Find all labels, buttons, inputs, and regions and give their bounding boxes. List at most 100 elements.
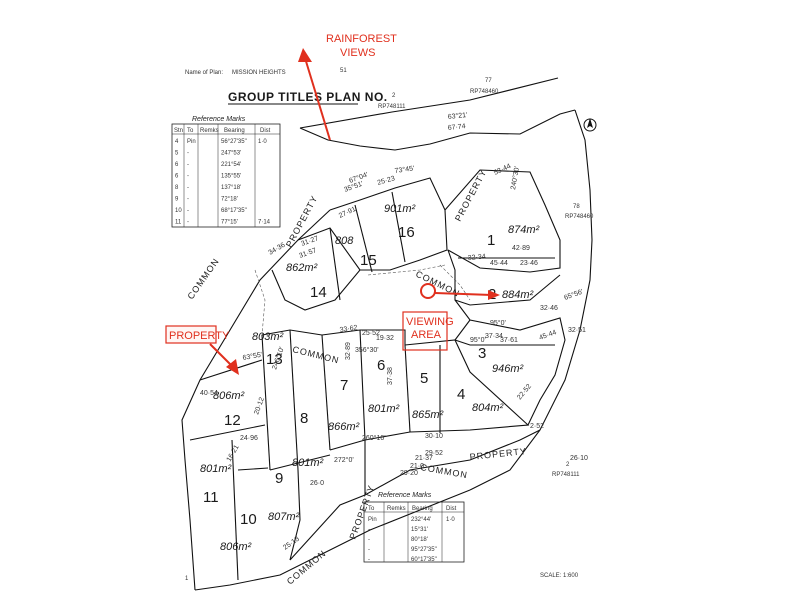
lot-8-number: 8: [300, 410, 308, 427]
lot-6-area: 801m²: [368, 403, 400, 415]
lot-14-area: 862m²: [286, 262, 318, 274]
reference-marks-table-bottom: Reference Marks To Remks Bearing Dist Pi…: [363, 492, 465, 563]
ref-cell: Pin: [187, 139, 196, 145]
dimension-label: 37·34: [485, 333, 503, 340]
svg-text:Dist: Dist: [260, 128, 271, 134]
dimension-label: 23·46: [520, 260, 538, 267]
common-label-a: COMMON: [292, 344, 341, 365]
common-label-left: COMMON: [185, 256, 221, 301]
lot-3-area: 946m²: [492, 363, 524, 375]
rainforest-arrow-icon: [298, 48, 312, 62]
dimension-label: 40·54: [200, 390, 218, 397]
dimension-label: 63°55': [242, 351, 263, 362]
ref-cell: 9: [175, 197, 179, 203]
dimension-label: 33·62: [339, 325, 358, 334]
ref-cell: -: [187, 208, 189, 214]
dimension-label: 24·96: [240, 435, 258, 442]
lot-3-number: 3: [478, 345, 486, 362]
lot-2-area: 884m²: [502, 289, 534, 301]
dimension-label: 29·20: [400, 470, 418, 477]
ref-cell: 7·14: [258, 220, 271, 226]
ref-cell: 80°18': [411, 537, 428, 543]
ref-cell: 5: [175, 151, 179, 157]
dimension-label: 31·27: [300, 235, 319, 248]
dimension-label: 26·0: [310, 480, 324, 487]
lot-1-number: 1: [487, 232, 495, 249]
dimension-label: 32·51: [568, 327, 586, 334]
ref-cell: 232°44': [411, 517, 431, 523]
property-label-bottom: PROPERTY: [469, 446, 527, 462]
viewing-area-box: [402, 311, 448, 351]
ref-cell: -: [187, 174, 189, 180]
dimension-label: 63°21': [447, 111, 467, 121]
ref-cell: 1·0: [446, 517, 455, 523]
dimension-label: 21·0: [410, 463, 424, 470]
ref-cell: 56°27'35": [221, 139, 247, 145]
dimension-label: 45·44: [538, 329, 557, 342]
dimension-label: 20·12: [253, 396, 266, 415]
ref-cell: 95°27'35": [411, 547, 437, 553]
dimension-label: 19·32: [376, 335, 394, 342]
dimension-label: 25·13: [282, 536, 301, 552]
upper-lot-edge: [299, 109, 576, 151]
lot-13-area: 803m²: [252, 331, 284, 343]
north-arrow-icon: [583, 118, 597, 132]
svg-text:Remks: Remks: [200, 128, 219, 134]
dimension-label: 32·34: [468, 253, 487, 262]
svg-text:Bearing: Bearing: [412, 506, 433, 512]
lot-10-area: 806m²: [220, 541, 252, 553]
ref-cell: -: [368, 527, 370, 533]
dimension-label: 65°56': [563, 288, 584, 302]
dimension-label: 73°45': [394, 164, 415, 175]
ref-cell: 137°18': [221, 185, 241, 191]
ref-cell: -: [187, 151, 189, 157]
dimension-label: 21·37: [415, 455, 433, 462]
lot-12-area: 806m²: [213, 390, 245, 402]
lot-8-area: 801m²: [292, 457, 324, 469]
ref-cell: 1·0: [258, 139, 267, 145]
ref-cell: Pin: [368, 517, 377, 523]
lot-14-number: 14: [310, 284, 327, 301]
lot-6-number: 6: [377, 357, 385, 374]
lot-9-area: 807m²: [268, 511, 300, 523]
lot-labels: 1 874m² 2 884m² 3 946m² 4 804m² 5 865m² …: [200, 203, 540, 553]
south-boundary: [194, 489, 471, 591]
dimension-label: 25·52: [362, 330, 380, 337]
ref-cell: 8: [175, 185, 179, 191]
view-point-circle-icon: [420, 283, 436, 299]
svg-text:Dist: Dist: [446, 506, 457, 512]
lot-16-area: 901m²: [384, 203, 416, 215]
name-of-plan-label: Name of Plan:: [185, 70, 223, 76]
ref-cell: 6: [175, 174, 179, 180]
ref-cell: 15°31': [411, 527, 428, 533]
lot-corner-label: 1: [185, 576, 189, 582]
rp-77-ref: RP748460: [470, 89, 499, 95]
east-boundary: [469, 109, 593, 491]
lot-5-number: 5: [420, 370, 428, 387]
svg-text:To: To: [368, 506, 375, 512]
ref-cell: 60°17'35": [411, 557, 437, 563]
dimension-label: 29·52: [425, 450, 443, 457]
ref-cell: 4: [175, 139, 179, 145]
svg-text:Stn: Stn: [174, 128, 183, 134]
rp-77: 77: [485, 78, 492, 84]
lot-9-number: 9: [275, 470, 283, 487]
lot-12-number: 12: [224, 412, 241, 429]
lot-13-number: 13: [266, 351, 283, 368]
lot-boundaries: [181, 77, 593, 591]
dimension-label: 31·57: [298, 247, 317, 260]
rp-bottom-ref: RP748111: [552, 472, 580, 478]
ref-cell: -: [187, 220, 189, 226]
lot-10-number: 10: [240, 511, 257, 528]
lot-15-area: 808: [335, 235, 354, 247]
plan-number: 51: [340, 68, 347, 74]
rainforest-views-label-line1: RAINFOREST: [326, 33, 397, 45]
ref-cell: 247°53': [221, 151, 241, 157]
ref-cell: 77°15': [221, 220, 238, 226]
dimension-label: 16·21: [226, 444, 241, 463]
rp-top-lot-ref: RP748111: [378, 104, 406, 110]
dimension-label: 32·46: [540, 305, 558, 312]
lot-7-area: 866m²: [328, 421, 360, 433]
viewing-area-label-line1: VIEWING: [406, 316, 454, 328]
dimension-label: 260°10': [362, 434, 386, 442]
